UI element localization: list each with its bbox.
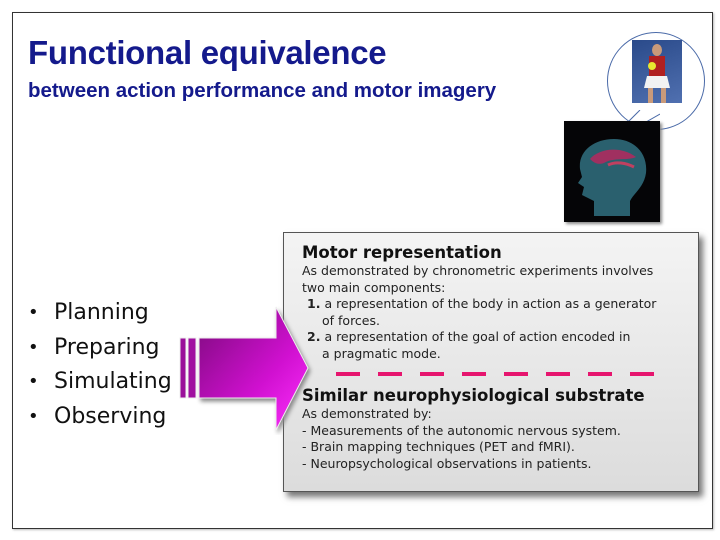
item-continuation: a pragmatic mode. <box>322 345 441 361</box>
evidence-item: - Brain mapping techniques (PET and fMRI… <box>302 439 575 454</box>
bullet-item: • Observing <box>28 400 172 435</box>
motor-representation-heading: Motor representation <box>302 243 502 262</box>
brain-scan-head-image <box>564 121 660 222</box>
bullet-item: • Preparing <box>28 331 172 366</box>
bullet-dot: • <box>28 336 39 358</box>
tennis-player-photo <box>632 40 682 103</box>
explanation-box: Motor representation As demonstrated by … <box>283 232 699 492</box>
bullet-dot: • <box>28 302 39 323</box>
bullet-text: Observing <box>54 403 167 429</box>
item-number: 2. <box>307 329 321 344</box>
intro-text: As demonstrated by: <box>302 406 432 421</box>
bullet-item: • Simulating <box>28 365 172 400</box>
intro-text: two main components: <box>302 279 446 295</box>
right-arrow-graphic <box>179 306 309 431</box>
item-continuation: of forces. <box>322 312 380 328</box>
bullet-text: Preparing <box>54 334 160 360</box>
substrate-heading: Similar neurophysiological substrate <box>302 386 645 405</box>
item-number: 1. <box>307 296 321 311</box>
bullet-item: • Planning <box>28 296 172 331</box>
intro-text: As demonstrated by chronometric experime… <box>302 263 654 278</box>
bullet-text: Simulating <box>54 369 172 394</box>
slide-frame <box>12 12 713 529</box>
slide-subtitle: between action performance and motor ima… <box>28 79 497 102</box>
activity-bullet-list: • Planning • Preparing • Simulating • Observ… <box>28 296 172 434</box>
item-text: a representation of the body in action a… <box>324 296 657 311</box>
dashed-divider <box>336 366 656 382</box>
slide-title: Functional equivalence <box>28 34 387 71</box>
bullet-text: Planning <box>54 300 149 325</box>
item-text: a representation of the goal of action e… <box>324 329 631 344</box>
evidence-item: - Measurements of the autonomic nervous … <box>302 422 621 438</box>
list-item-2: 2. a representation of the goal of actio… <box>302 329 698 346</box>
evidence-item: - Neuropsychological observations in pat… <box>302 455 592 471</box>
list-item-1: 1. a representation of the body in actio… <box>302 296 698 313</box>
bullet-dot: • <box>28 371 39 392</box>
bullet-dot: • <box>28 405 39 427</box>
